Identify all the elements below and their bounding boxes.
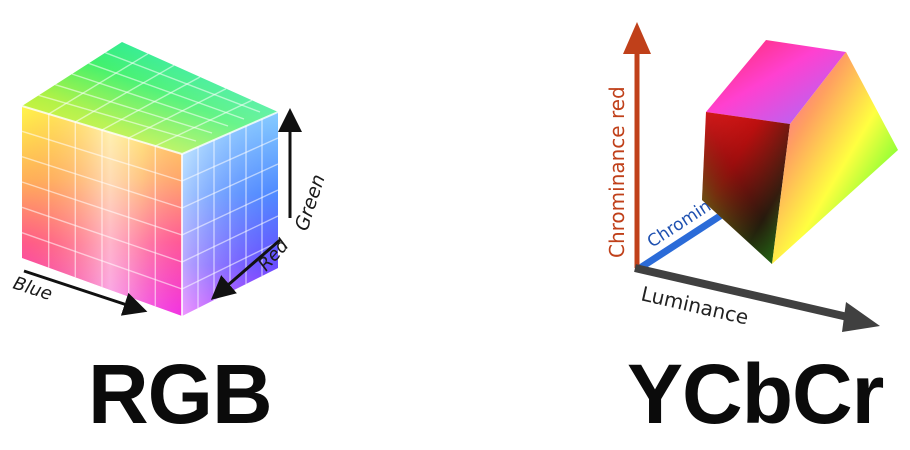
ycbcr-title: YCbCr [627,347,884,441]
blue-axis-arrow [23,269,148,316]
ycbcr-box [702,40,898,264]
rgb-axes [23,108,302,316]
chroma-red-axis-label: Chrominance red [605,86,629,258]
ycbcr-box-top-face [706,40,846,124]
rgb-cube [21,42,279,316]
rgb-cube-grid [21,52,279,308]
ycbcr-box-right-face [772,52,898,264]
luminance-axis [634,264,880,332]
rgb-title: RGB [88,347,273,441]
red-axis-arrow [210,238,281,300]
green-axis-label: Green [291,172,330,234]
chroma-red-axis [623,22,651,268]
